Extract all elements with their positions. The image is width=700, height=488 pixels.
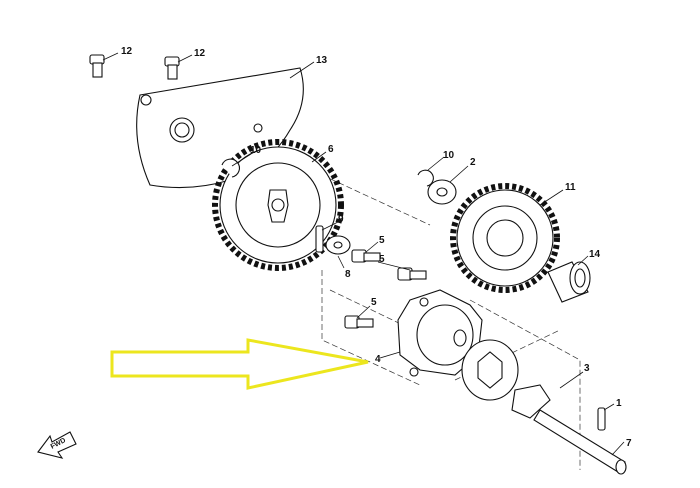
large-gear-part-6 (212, 139, 344, 271)
callout-7: 7 (626, 438, 632, 449)
shaft-part-7 (533, 409, 627, 475)
callout-3: 3 (584, 363, 590, 374)
bolt-part-12-left (89, 54, 105, 78)
callout-4: 4 (375, 354, 381, 365)
callout-10-a: 10 (250, 145, 262, 156)
washer-part-2 (427, 179, 457, 205)
leader-lines (102, 52, 625, 456)
callout-12-a: 12 (121, 46, 133, 57)
bolt-part-5-a (351, 249, 381, 263)
callout-14: 14 (589, 249, 601, 260)
callout-13: 13 (316, 55, 328, 66)
rotor-assembly-part-3 (461, 339, 551, 419)
callout-8: 8 (345, 269, 351, 280)
circlip-part-10-right (417, 169, 434, 187)
callout-12-b: 12 (194, 48, 206, 59)
callout-6: 6 (328, 144, 334, 155)
callout-5-c: 5 (371, 297, 377, 308)
highlight-arrow-icon (110, 338, 369, 390)
bolt-part-5-b (397, 267, 427, 281)
callout-2: 2 (470, 157, 476, 168)
pump-housing-part-4 (397, 289, 483, 377)
washer-part-8 (325, 235, 351, 255)
callout-5-a: 5 (379, 235, 385, 246)
callout-11: 11 (565, 182, 576, 193)
callout-10-b: 10 (443, 150, 455, 161)
callout-9: 9 (338, 214, 344, 225)
callout-1: 1 (616, 398, 622, 409)
fwd-direction-arrow: FWD (37, 431, 77, 459)
bearing-part-14 (547, 261, 591, 303)
callout-labels: 1 2 3 4 5 5 5 6 7 8 9 10 10 11 12 12 13 … (121, 46, 632, 449)
bolt-part-12-right (164, 56, 180, 80)
fwd-arrow-icon (37, 431, 77, 459)
pin-part-9 (315, 225, 324, 253)
callout-5-b: 5 (379, 254, 385, 265)
bolt-part-5-c (344, 315, 374, 329)
pin-part-1 (597, 407, 606, 431)
driven-gear-part-11 (450, 183, 560, 293)
